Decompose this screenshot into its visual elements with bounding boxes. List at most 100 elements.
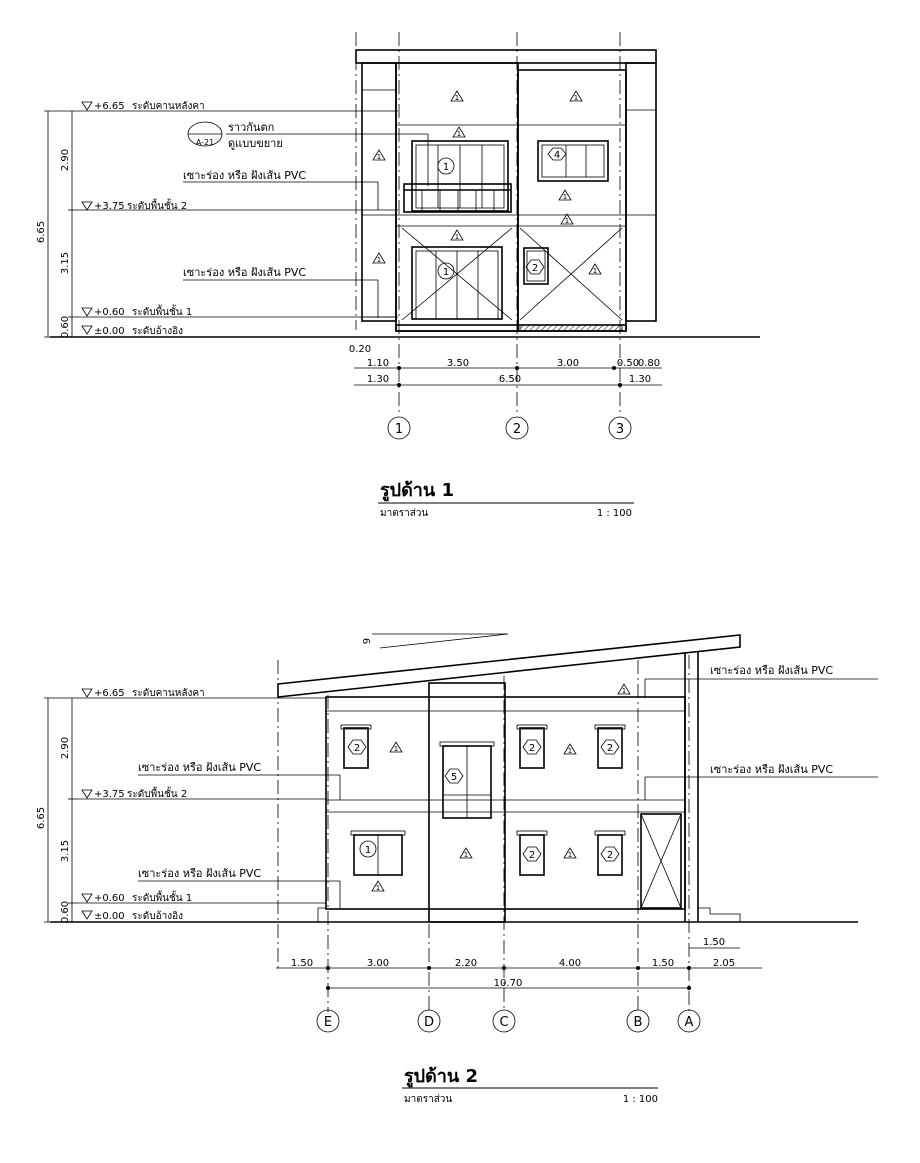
svg-text:1: 1 [455,233,459,241]
svg-text:มาตราส่วน: มาตราส่วน [404,1094,452,1105]
svg-text:6.65: 6.65 [36,221,47,243]
svg-text:1: 1 [455,94,459,102]
horizontal-dimensions-2: 1.50 1.50 3.00 2.20 4.00 1.50 2.05 10.70 [276,937,762,990]
svg-text:±0.00: ±0.00 [94,326,125,337]
svg-text:±0.00: ±0.00 [94,911,125,922]
svg-text:4: 4 [554,150,560,161]
svg-text:6.50: 6.50 [499,374,521,385]
level-markers-2: +6.65 ระดับคานหลังคา +3.75 ระดับพื้นชั้น… [81,688,205,922]
svg-text:1: 1 [395,422,403,437]
stair-tower [428,682,506,923]
svg-text:1: 1 [568,747,572,755]
svg-text:2.05: 2.05 [713,958,735,969]
svg-text:ดูแบบขยาย: ดูแบบขยาย [228,137,283,150]
svg-text:C: C [499,1015,508,1030]
svg-text:1.30: 1.30 [629,374,651,385]
svg-text:ระดับคานหลังคา: ระดับคานหลังคา [132,688,205,699]
svg-text:ราวกันตก: ราวกันตก [228,121,274,134]
svg-text:A: A [685,1015,694,1030]
svg-text:เซาะร่อง หรือ ฝังเส้น PVC: เซาะร่อง หรือ ฝังเส้น PVC [138,867,261,880]
svg-text:เซาะร่อง หรือ ฝังเส้น PVC: เซาะร่อง หรือ ฝังเส้น PVC [183,266,306,279]
left-wing-wall [361,62,397,322]
annotations-2: เซาะร่อง หรือ ฝังเส้น PVC เซาะร่อง หรือ … [138,664,878,909]
balcony-door-frame [411,140,509,212]
svg-text:เซาะร่อง หรือ ฝังเส้น PVC: เซาะร่อง หรือ ฝังเส้น PVC [710,664,833,677]
svg-text:2.20: 2.20 [455,958,477,969]
svg-text:3.50: 3.50 [447,358,469,369]
svg-text:ระดับพื้นชั้น 1: ระดับพื้นชั้น 1 [132,890,192,904]
svg-text:1.50: 1.50 [291,958,313,969]
svg-text:2: 2 [529,743,535,754]
svg-text:1.10: 1.10 [367,358,389,369]
window-4-frame [537,140,609,182]
window-tags-2: 2 5 2 2 1 2 2 [347,739,620,862]
svg-text:1.50: 1.50 [703,937,725,948]
svg-text:เซาะร่อง หรือ ฝังเส้น PVC: เซาะร่อง หรือ ฝังเส้น PVC [710,763,833,776]
level-markers: +6.65 ระดับคานหลังคา +3.75 ระดับพื้นชั้น… [81,101,205,337]
svg-text:3.00: 3.00 [557,358,579,369]
grid-bubbles: 1 2 3 [387,416,632,440]
svg-text:1: 1 [457,130,461,138]
bay-2-3 [517,69,627,332]
svg-text:1: 1 [443,267,449,278]
svg-text:2: 2 [532,263,538,274]
svg-text:+0.60: +0.60 [94,307,125,318]
svg-text:0.80: 0.80 [638,358,660,369]
svg-text:3.15: 3.15 [60,840,71,862]
sloped-roof [277,634,741,698]
page-title-2: รูปด้าน 2 [404,1066,478,1088]
cross-line-d [519,227,623,321]
lower-windows [350,813,682,909]
svg-text:1 : 100: 1 : 100 [623,1094,658,1105]
svg-text:ระดับพื้นชั้น 2: ระดับพื้นชั้น 2 [127,198,187,212]
svg-text:0.60: 0.60 [60,901,71,923]
svg-text:1: 1 [394,745,398,753]
svg-text:A-21: A-21 [196,138,214,147]
title-block-2: รูปด้าน 2 มาตราส่วน 1 : 100 [402,1066,658,1105]
page-title: รูปด้าน 1 [380,480,454,502]
material-tags: 1 1 1 1 1 1 1 1 1 [372,90,602,275]
svg-text:0.60: 0.60 [60,316,71,338]
plinth [395,324,627,332]
grid-bubbles-2: E D C B A [316,1009,701,1033]
svg-text:2.90: 2.90 [60,149,71,171]
window-tags: 1 4 1 2 [437,147,567,280]
svg-text:1.30: 1.30 [367,374,389,385]
svg-text:2: 2 [607,743,613,754]
svg-text:1: 1 [365,845,371,856]
material-tags-2: 1 1 1 1 1 1 [371,683,631,892]
balcony-railing [403,183,512,213]
horizontal-dimensions: 0.20 1.10 3.50 3.00 0.50 0.80 1.30 6.50 … [349,344,662,387]
window-2-frame [523,247,549,285]
svg-text:ระดับพื้นชั้น 1: ระดับพื้นชั้น 1 [132,304,192,318]
svg-text:1 : 100: 1 : 100 [597,508,632,519]
vertical-dimensions-2: 6.65 2.90 3.15 0.60 [36,697,78,923]
svg-text:3.00: 3.00 [367,958,389,969]
annotations: A-21 ราวกันตก ดูแบบขยาย เซาะร่อง หรือ ฝั… [183,121,429,318]
svg-text:2: 2 [354,743,360,754]
svg-text:+6.65: +6.65 [94,688,125,699]
svg-text:เซาะร่อง หรือ ฝังเส้น PVC: เซาะร่อง หรือ ฝังเส้น PVC [183,169,306,182]
svg-text:1: 1 [377,153,381,161]
svg-text:4.00: 4.00 [559,958,581,969]
svg-text:2.90: 2.90 [60,737,71,759]
roof-slab [355,49,657,64]
svg-text:1: 1 [593,267,597,275]
svg-text:+3.75: +3.75 [94,789,125,800]
svg-text:ระดับอ้างอิง: ระดับอ้างอิง [132,910,183,922]
vertical-dimensions: 6.65 2.90 3.15 0.60 [36,110,78,338]
svg-text:0.50: 0.50 [617,358,639,369]
svg-text:1: 1 [565,217,569,225]
svg-text:10.70: 10.70 [494,978,523,989]
svg-text:1: 1 [622,687,626,695]
svg-text:6.65: 6.65 [36,807,47,829]
upper-windows [340,724,626,819]
svg-text:+0.60: +0.60 [94,893,125,904]
svg-text:1: 1 [443,162,449,173]
svg-text:2: 2 [513,422,521,437]
svg-text:2: 2 [607,850,613,861]
svg-text:D: D [424,1015,434,1030]
svg-text:B: B [634,1015,643,1030]
svg-text:+3.75: +3.75 [94,201,125,212]
